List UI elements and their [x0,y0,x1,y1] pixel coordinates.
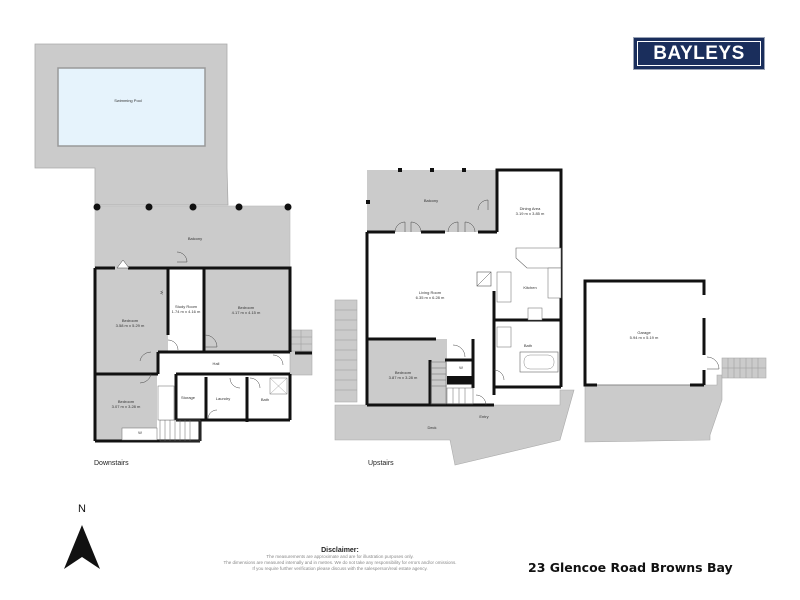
room-label-wardrobe: W [459,365,463,370]
caption-downstairs: Downstairs [94,460,129,467]
room-label-deck: Deck [427,425,437,430]
downstairs-plan [34,43,313,443]
garage-plan [583,279,767,443]
room-label-balcony: Balcony [187,236,203,241]
north-label: N [78,503,86,515]
bayleys-logo: BAYLEYS [633,37,765,70]
room-label-kitchen: Kitchen [523,285,537,290]
room-label-wardrobe: W [138,430,142,435]
room-label-bath: Bath [260,397,270,402]
swimming-pool [57,67,206,147]
room-label-storage: Storage [180,395,196,400]
room-label-hall: Hall [212,361,220,366]
room-label-bath: Bath [523,343,533,348]
room-label-swimming-pool: Swimming Pool [114,98,142,103]
property-address: 23 Glencoe Road Browns Bay [528,560,733,575]
caption-upstairs: Upstairs [368,460,394,467]
disclaimer-title: Disclaimer: [321,547,359,554]
disclaimer-line: The dimensions are measured internally a… [223,560,457,565]
disclaimer-line: If you require further verification plea… [252,566,428,571]
disclaimer: Disclaimer: The measurements are approxi… [180,547,500,572]
room-label-balcony: Balcony [423,198,439,203]
room-label-entry: Entry [479,414,489,419]
logo-text: BAYLEYS [637,41,761,66]
north-arrow-icon [64,525,100,569]
compass: N [62,503,102,515]
room-label-wardrobe: W [159,290,165,295]
room-label-laundry: Laundry [215,396,231,401]
upstairs-plan [334,168,575,466]
disclaimer-line: The measurements are approximate and are… [266,554,414,559]
